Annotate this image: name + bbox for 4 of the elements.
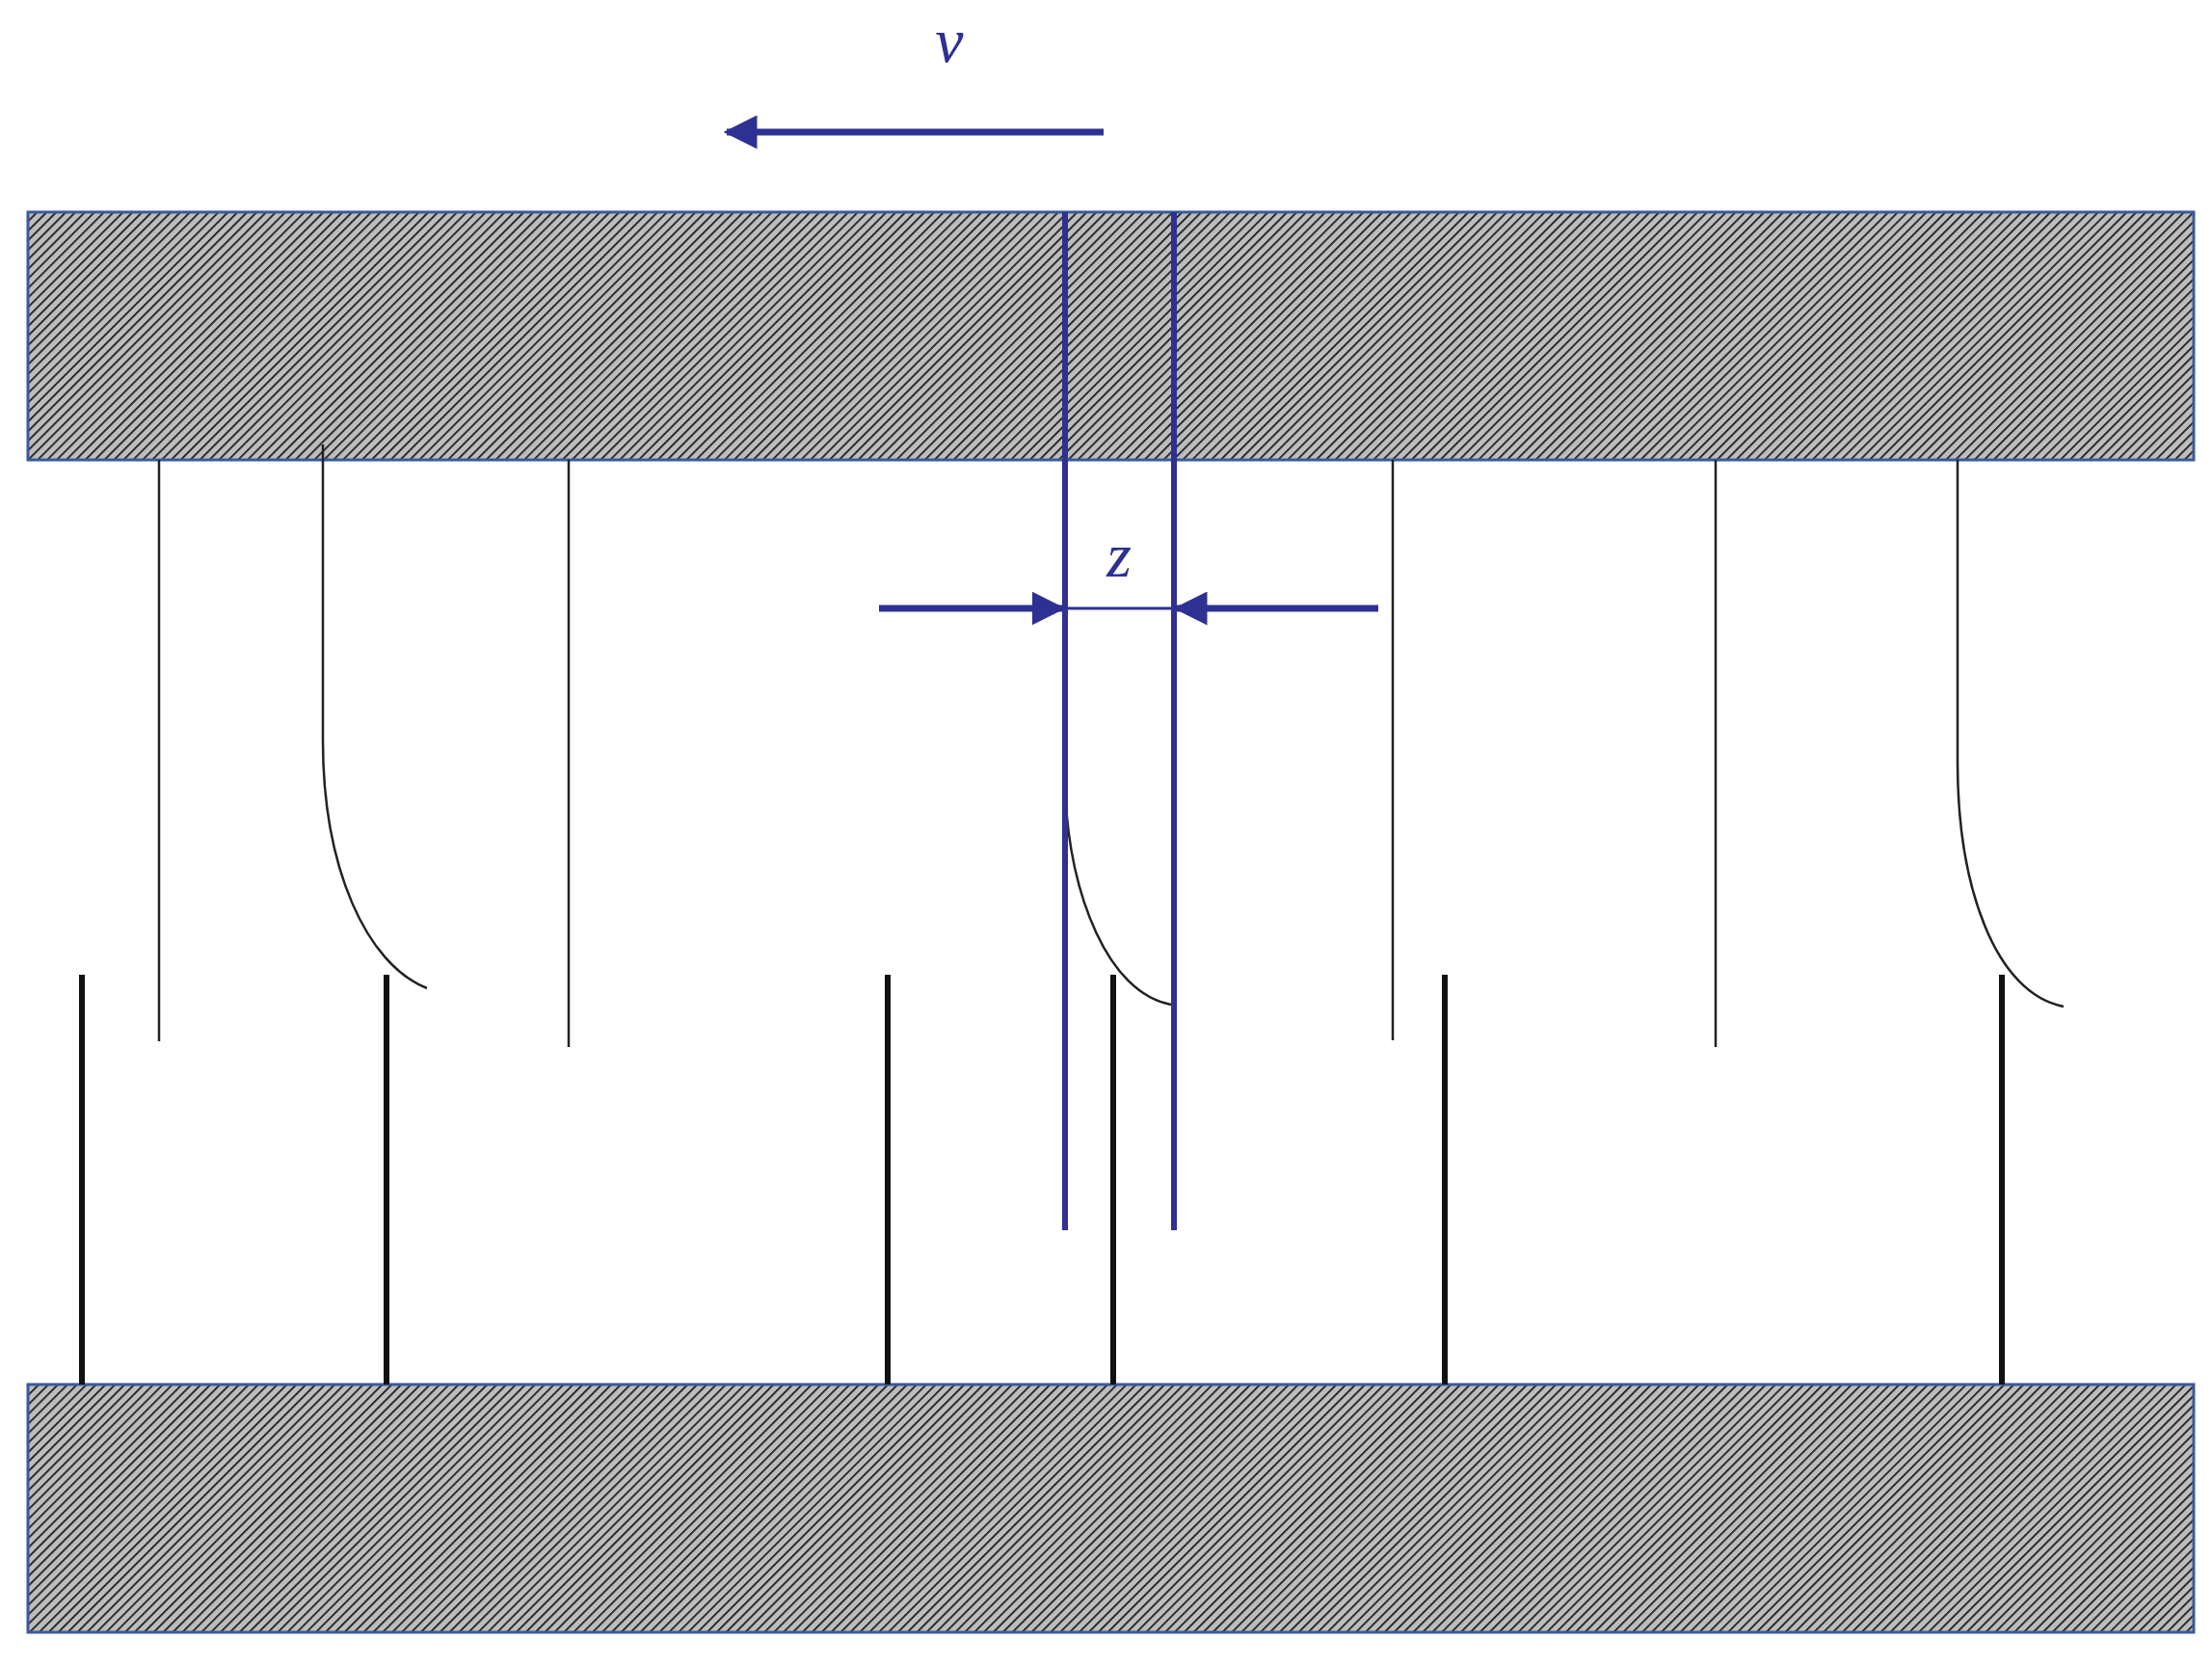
hatched-plate [26, 1383, 2196, 1634]
hatched-plate [26, 210, 2196, 462]
velocity-label: v [935, 9, 964, 72]
gap-label: z [1106, 524, 1132, 587]
